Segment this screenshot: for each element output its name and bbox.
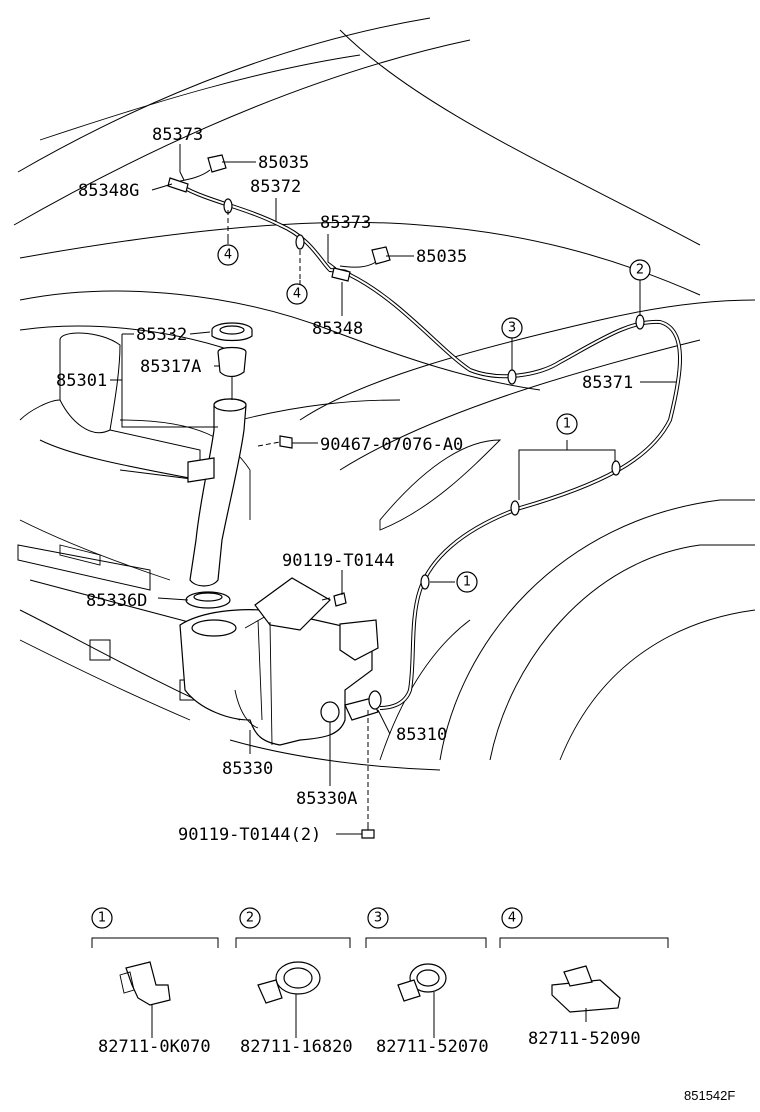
callout-85332: 85332 <box>136 325 187 345</box>
detail-ref-number-4: 4 <box>508 911 516 926</box>
clip-1-c <box>420 574 430 590</box>
callout-85301: 85301 <box>56 371 107 391</box>
callout-85336D: 85336D <box>86 591 147 611</box>
ref-circle-2 <box>629 259 651 281</box>
callout-90467-07076-A0: 90467-07076-A0 <box>320 435 463 455</box>
ref-circle-1-low <box>456 571 478 593</box>
detail-ref-number-3: 3 <box>374 911 382 926</box>
callout-85035-mid: 85035 <box>416 247 467 267</box>
detail-part-no-4: 82711-52090 <box>528 1029 641 1049</box>
callout-85317A: 85317A <box>140 357 201 377</box>
figure-id: 851542F <box>684 1088 735 1103</box>
callout-90119-T0144-2: 90119-T0144(2) <box>178 825 321 845</box>
washer-nozzle-lower <box>339 246 391 268</box>
callout-85348: 85348 <box>312 319 363 339</box>
detail-ref-circle-4 <box>501 907 523 929</box>
detail-panel-3: 3 82711-52070 <box>365 907 489 1057</box>
assembly-line-bolt <box>257 441 281 447</box>
callout-85371: 85371 <box>582 373 633 393</box>
ref-number-4-b: 4 <box>293 287 301 302</box>
callout-85372: 85372 <box>250 177 301 197</box>
detail-panel-1: 1 82711-0K070 <box>91 907 219 1057</box>
callout-85373-top: 85373 <box>152 125 203 145</box>
clip-3 <box>507 369 517 385</box>
clip-1-b <box>510 500 520 516</box>
detail-part-no-2: 82711-16820 <box>240 1037 353 1057</box>
ref-circle-4-b <box>286 283 308 305</box>
detail-ref-circle-2 <box>239 907 261 929</box>
ref-number-1-fork: 1 <box>563 417 571 432</box>
ref-circle-1-fork <box>556 413 578 435</box>
clip-2 <box>635 314 645 330</box>
clip-1-a <box>611 460 621 476</box>
leader-lines <box>110 144 676 835</box>
ref-number-2: 2 <box>636 263 644 278</box>
detail-ref-number-2: 2 <box>246 911 254 926</box>
callout-85330A: 85330A <box>296 789 357 809</box>
washer-reservoir-assembly <box>179 322 382 839</box>
callout-85035-top: 85035 <box>258 153 309 173</box>
ref-circle-3 <box>501 317 523 339</box>
clip-4-lower <box>295 234 305 250</box>
detail-ref-number-1: 1 <box>98 911 106 926</box>
ref-number-4-a: 4 <box>224 248 232 263</box>
clip-reference-markers: 4 4 2 3 1 1 <box>217 244 651 593</box>
callout-85348G: 85348G <box>78 181 139 201</box>
part-callouts: 85373 85035 85348G 85372 85373 85035 853… <box>56 125 633 845</box>
detail-ref-circle-3 <box>367 907 389 929</box>
callout-85330: 85330 <box>222 759 273 779</box>
hose-joint-85348 <box>331 267 351 282</box>
callout-90119-T0144: 90119-T0144 <box>282 551 395 571</box>
ref-circle-4-a <box>217 244 239 266</box>
detail-part-no-1: 82711-0K070 <box>98 1037 211 1057</box>
washer-hose-85371 <box>349 273 682 710</box>
vehicle-body-outline <box>13 17 756 771</box>
detail-part-no-3: 82711-52070 <box>376 1037 489 1057</box>
ref-number-3: 3 <box>508 321 516 336</box>
callout-85310: 85310 <box>396 725 447 745</box>
detail-ref-circle-1 <box>91 907 113 929</box>
callout-85373-mid: 85373 <box>320 213 371 233</box>
detail-panel-4: 4 82711-52090 <box>499 907 669 1049</box>
hose-joint-85348G <box>167 177 189 193</box>
ref-number-1-low: 1 <box>463 575 471 590</box>
detail-panel-2: 2 82711-16820 <box>235 907 353 1057</box>
